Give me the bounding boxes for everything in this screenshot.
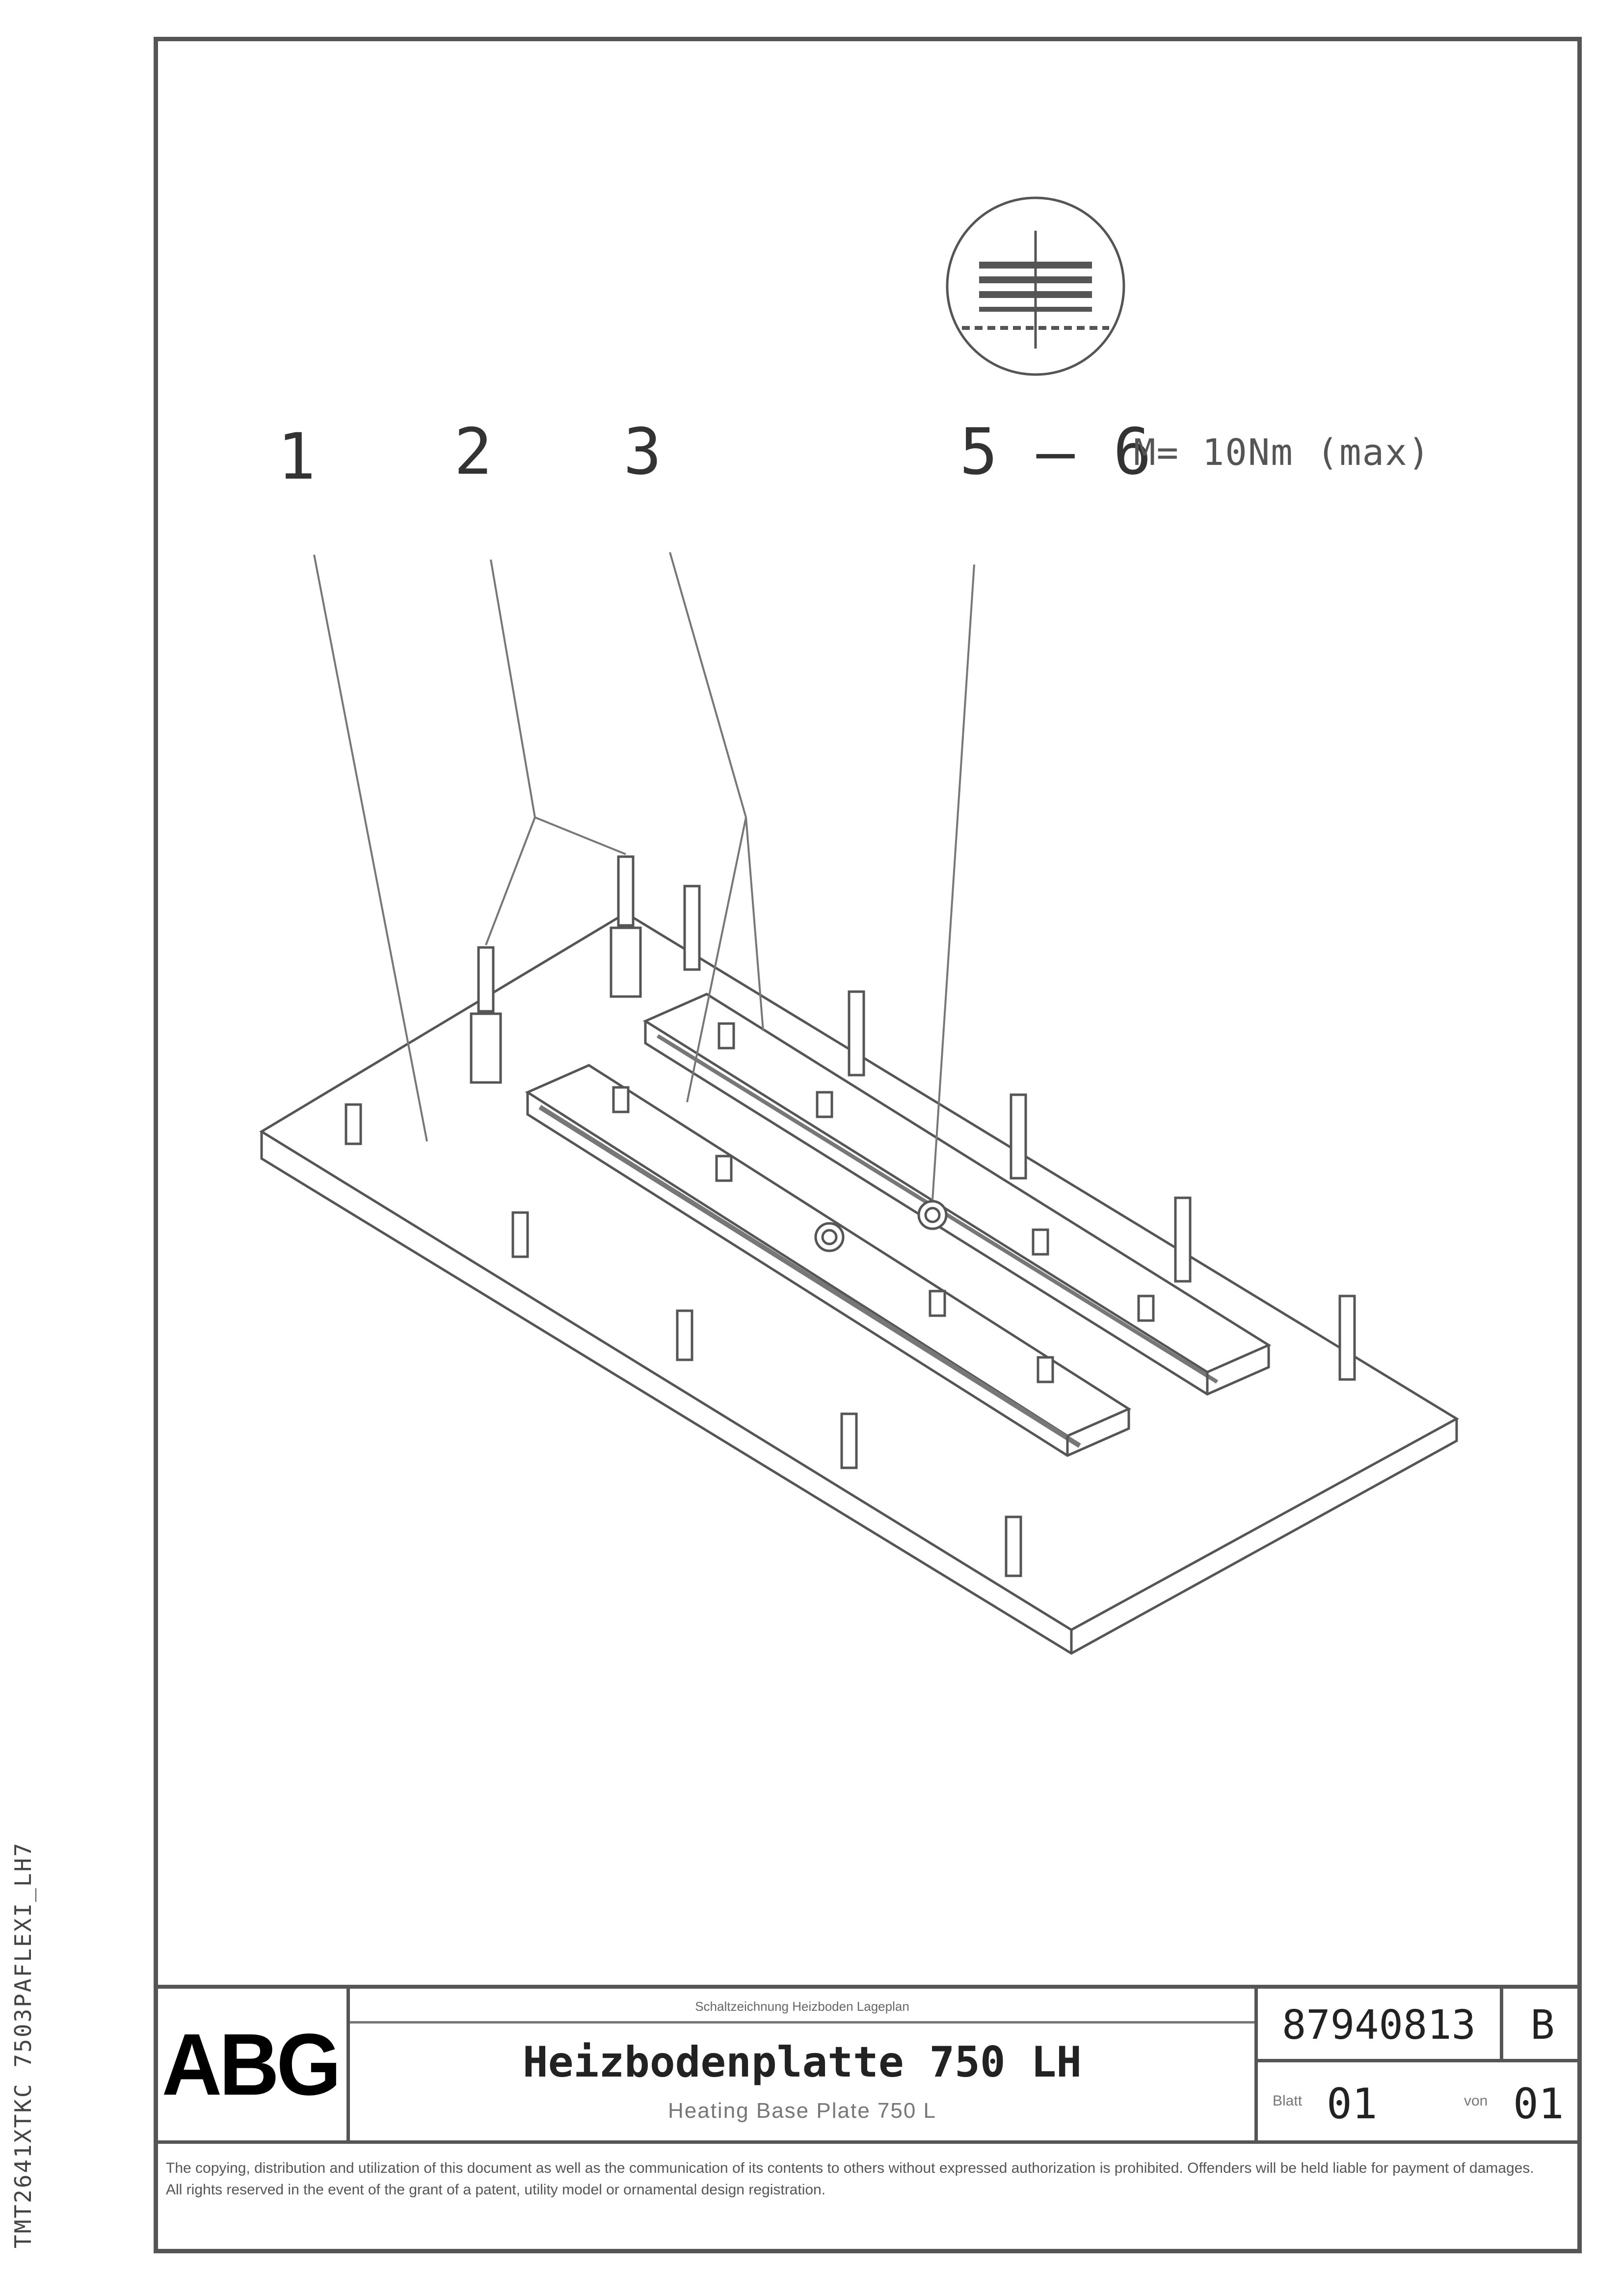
title-small-line: Schaltzeichnung Heizboden Lageplan xyxy=(350,1992,1254,2024)
of-value: 01 xyxy=(1513,2080,1564,2129)
of-label: von xyxy=(1464,2093,1488,2109)
torque-label: M= 10Nm (max) xyxy=(1134,432,1431,474)
drawing-title: Heizbodenplatte 750 LH xyxy=(522,2038,1082,2087)
drawing-number: 87940813 xyxy=(1258,1989,1503,2062)
sheet-value: 01 xyxy=(1327,2080,1378,2129)
callout-1: 1 xyxy=(277,419,316,494)
logo-cell: ABG xyxy=(154,1989,350,2140)
fittings xyxy=(612,1022,1155,1383)
drawing-subtitle: Heating Base Plate 750 L xyxy=(667,2099,937,2123)
copyright-disclaimer: The copying, distribution and utilizatio… xyxy=(166,2160,1534,2198)
number-cell: 87940813 B Blatt 01 von 01 xyxy=(1254,1989,1582,2140)
title-block: ABG Schaltzeichnung Heizboden Lageplan H… xyxy=(154,1985,1582,2140)
drawing-frame xyxy=(154,37,1582,2253)
disclaimer-separator xyxy=(154,2140,1582,2144)
torque-symbol xyxy=(946,196,1125,376)
standoff-right xyxy=(610,855,642,998)
leader-lines xyxy=(313,552,975,1201)
callout-5-6: 5 — 6 xyxy=(959,414,1152,489)
sheet-row: Blatt 01 von 01 xyxy=(1258,2062,1582,2140)
revision: B xyxy=(1503,1989,1582,2062)
plate-studs xyxy=(345,885,1356,1577)
abg-logo: ABG xyxy=(161,2015,342,2114)
nuts xyxy=(814,1200,948,1252)
sheet-label: Blatt xyxy=(1273,2093,1303,2109)
title-cell: Schaltzeichnung Heizboden Lageplan Heizb… xyxy=(350,1989,1254,2140)
callout-2: 2 xyxy=(454,414,493,489)
standoff-left xyxy=(470,946,502,1084)
side-reference-text: TMT2641XTKC 7503PAFLEXI_LH7 xyxy=(10,1841,36,2248)
callout-3: 3 xyxy=(623,414,662,489)
